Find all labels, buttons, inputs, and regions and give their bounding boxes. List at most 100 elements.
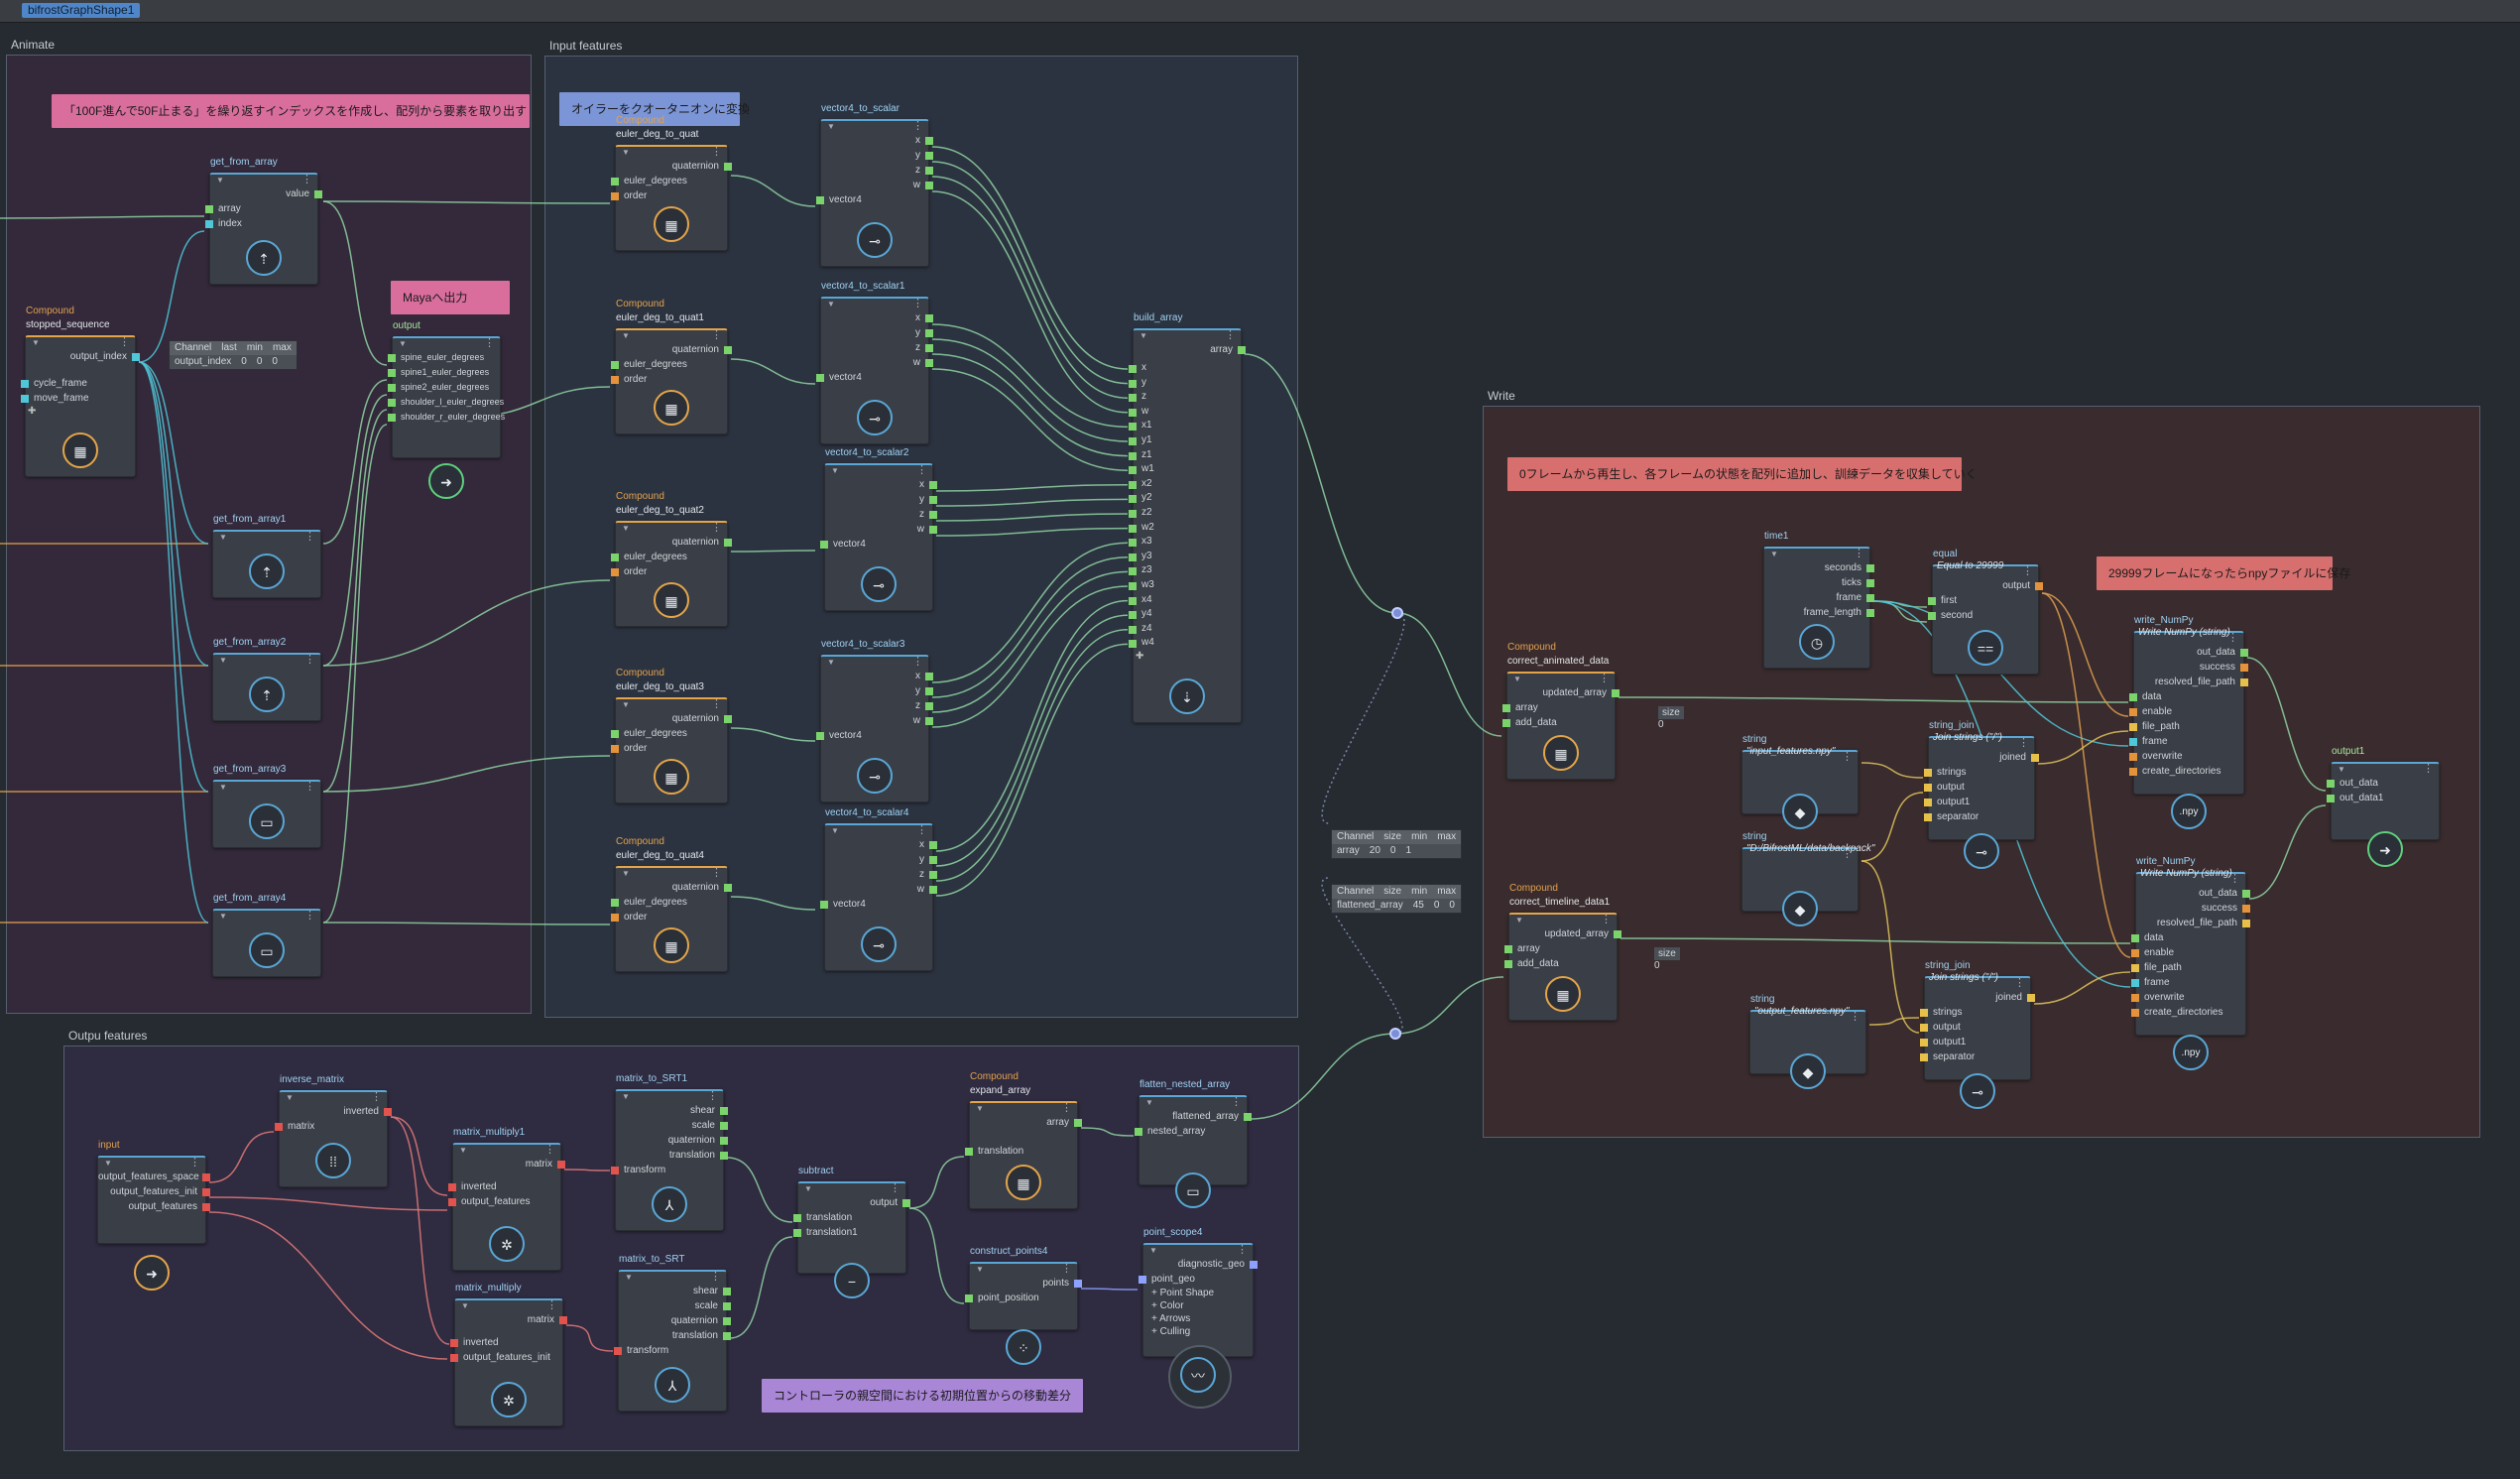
node-vector4-to-scalar4[interactable]: vector4_to_scalar4 ▼⋮ x y z w vector4 ⊸ — [820, 807, 937, 971]
port-output[interactable]: output — [1920, 1020, 2030, 1035]
port-socket[interactable] — [1129, 611, 1137, 620]
port-cycle-frame[interactable]: cycle_frame — [21, 376, 135, 391]
port-translation[interactable]: translation — [616, 1148, 728, 1163]
port-quaternion[interactable]: quaternion — [619, 1313, 731, 1328]
node-string-output[interactable]: string "output_features.npy" ⋮ ◆ — [1749, 994, 1866, 1089]
node-get-from-array[interactable]: get_from_array ▼⋮ value array index ⇡ — [205, 157, 322, 285]
port-frame[interactable]: frame — [1764, 590, 1874, 605]
node-time1[interactable]: time1 ▼⋮ seconds ticks frame frame_lengt… — [1763, 531, 1874, 669]
port-output-features-space[interactable]: output_features_space — [98, 1170, 210, 1184]
port-z[interactable]: z — [825, 507, 937, 522]
node-construct-points4[interactable]: construct_points4 ▼⋮ points point_positi… — [965, 1246, 1082, 1365]
port-w[interactable]: w — [821, 178, 933, 192]
port-array[interactable]: array — [1504, 941, 1617, 956]
port-order[interactable]: order — [611, 372, 727, 387]
port-updated-array[interactable]: updated_array — [1507, 685, 1620, 700]
graph-tab[interactable]: bifrostGraphShape1 — [22, 3, 141, 18]
node-write-numpy-2[interactable]: write_NumPy Write NumPy (string) ⋮ out_d… — [2131, 856, 2250, 1070]
port-translation[interactable]: translation — [793, 1210, 905, 1225]
port-first[interactable]: first — [1928, 593, 2038, 608]
sticky-npy-note[interactable]: 29999フレームになったらnpyファイルに保存 — [2097, 556, 2350, 590]
port-socket[interactable] — [1129, 365, 1137, 373]
node-input[interactable]: input ▼⋮ output_features_space output_fe… — [97, 1140, 210, 1291]
port-z[interactable]: z — [821, 163, 933, 178]
port-z[interactable]: z — [821, 340, 933, 355]
port-overwrite[interactable]: overwrite — [2129, 749, 2243, 764]
port-diagnostic-geo[interactable]: diagnostic_geo — [1143, 1257, 1258, 1272]
port-z4[interactable]: z4 — [1129, 622, 1241, 637]
sticky-controller-note[interactable]: コントローラの親空間における初期位置からの移動差分 — [762, 1379, 1083, 1413]
port-point-geo[interactable]: point_geo — [1139, 1272, 1253, 1287]
port-z[interactable]: z — [825, 867, 937, 882]
port-spine2[interactable]: spine2_euler_degrees — [388, 380, 500, 395]
option-color[interactable]: + Color — [1151, 1300, 1184, 1311]
port-enable[interactable]: enable — [2131, 945, 2245, 960]
port-enable[interactable]: enable — [2129, 704, 2243, 719]
port-euler-degrees[interactable]: euler_degrees — [611, 357, 727, 372]
port-x[interactable]: x — [825, 837, 937, 852]
node-flatten-nested-array[interactable]: flatten_nested_array ▼⋮ flattened_array … — [1135, 1079, 1252, 1208]
node-output1[interactable]: output1 ▼⋮ out_data out_data1 ➜ — [2327, 746, 2440, 867]
port-translation[interactable]: translation — [619, 1328, 731, 1343]
node-correct-timeline-data1[interactable]: Compound correct_timeline_data1 ▼⋮ updat… — [1504, 883, 1621, 1021]
node-matrix-to-srt1[interactable]: matrix_to_SRT1 ▼⋮ shear scale quaternion… — [611, 1073, 728, 1231]
node-get-from-array2[interactable]: get_from_array2 ▼⋮ ⇡ — [212, 637, 321, 721]
node-matrix-multiply1[interactable]: matrix_multiply1 ▼⋮ matrix inverted outp… — [448, 1127, 565, 1271]
port-shear[interactable]: shear — [616, 1103, 728, 1118]
port-out-data[interactable]: out_data — [2134, 645, 2248, 660]
node-correct-animated-data[interactable]: Compound correct_animated_data ▼⋮ update… — [1502, 642, 1620, 780]
sticky-maya-out[interactable]: Mayaへ出力 — [391, 281, 510, 314]
port-updated-array[interactable]: updated_array — [1509, 926, 1621, 941]
node-point-scope4[interactable]: point_scope4 ▼⋮ diagnostic_geo point_geo… — [1139, 1227, 1258, 1357]
port-socket[interactable] — [1129, 451, 1137, 460]
port-joined[interactable]: joined — [1925, 990, 2035, 1005]
port-points[interactable]: points — [970, 1276, 1082, 1291]
port-z1[interactable]: z1 — [1129, 448, 1241, 463]
port-file-path[interactable]: file_path — [2131, 960, 2245, 975]
port-y[interactable]: y — [825, 852, 937, 867]
port-matrix[interactable]: matrix — [453, 1157, 565, 1171]
port-flattened-array[interactable]: flattened_array — [1140, 1109, 1252, 1124]
port-frame-length[interactable]: frame_length — [1764, 605, 1874, 620]
port-output-features[interactable]: output_features — [98, 1199, 210, 1214]
port-success[interactable]: success — [2136, 901, 2250, 916]
port-vector4[interactable]: vector4 — [816, 370, 928, 385]
sticky-write-note[interactable]: 0フレームから再生し、各フレームの状態を配列に追加し、訓練データを収集していく — [1507, 457, 1978, 491]
port-second[interactable]: second — [1928, 608, 2038, 623]
port-quaternion[interactable]: quaternion — [616, 711, 732, 726]
port-vector4[interactable]: vector4 — [820, 537, 932, 552]
port-array[interactable]: array — [1134, 342, 1246, 357]
port-y[interactable]: y — [821, 325, 933, 340]
port-x4[interactable]: x4 — [1129, 593, 1241, 608]
port-overwrite[interactable]: overwrite — [2131, 990, 2245, 1005]
port-scale[interactable]: scale — [619, 1298, 731, 1313]
node-string-join[interactable]: string_join Join strings ("/") ⋮ joined … — [1924, 720, 2039, 869]
port-w[interactable]: w — [825, 882, 937, 897]
port-socket[interactable] — [1129, 436, 1137, 445]
port-vector4[interactable]: vector4 — [816, 728, 928, 743]
node-vector4-to-scalar2[interactable]: vector4_to_scalar2 ▼⋮ x y z w vector4 ⊸ — [820, 447, 937, 611]
port-output-features-init[interactable]: output_features_init — [450, 1350, 562, 1365]
port-x[interactable]: x — [821, 310, 933, 325]
port-socket[interactable] — [1129, 596, 1137, 605]
port-y4[interactable]: y4 — [1129, 607, 1241, 622]
port-y3[interactable]: y3 — [1129, 550, 1241, 564]
port-x[interactable]: x — [1129, 361, 1241, 376]
port-index[interactable]: index — [205, 216, 317, 231]
port-strings[interactable]: strings — [1924, 765, 2034, 780]
port-order[interactable]: order — [611, 564, 727, 579]
port-frame[interactable]: frame — [2129, 734, 2243, 749]
port-w2[interactable]: w2 — [1129, 521, 1241, 536]
node-euler-deg-to-quat[interactable]: Compound euler_deg_to_quat ▼⋮ quaternion… — [611, 115, 732, 251]
port-socket[interactable] — [1129, 394, 1137, 403]
node-string-join-2[interactable]: string_join Join strings ("/") ⋮ joined … — [1920, 960, 2035, 1109]
node-matrix-to-srt[interactable]: matrix_to_SRT ▼⋮ shear scale quaternion … — [614, 1254, 731, 1412]
port-output1[interactable]: output1 — [1920, 1035, 2030, 1049]
node-expand-array[interactable]: Compound expand_array ▼⋮ array translati… — [965, 1071, 1082, 1209]
port-w[interactable]: w — [825, 522, 937, 537]
port-scale[interactable]: scale — [616, 1118, 728, 1133]
port-inverted[interactable]: inverted — [448, 1179, 560, 1194]
port-shoulder-r[interactable]: shoulder_r_euler_degrees — [388, 410, 505, 425]
reroute-dot[interactable] — [1389, 1028, 1401, 1040]
